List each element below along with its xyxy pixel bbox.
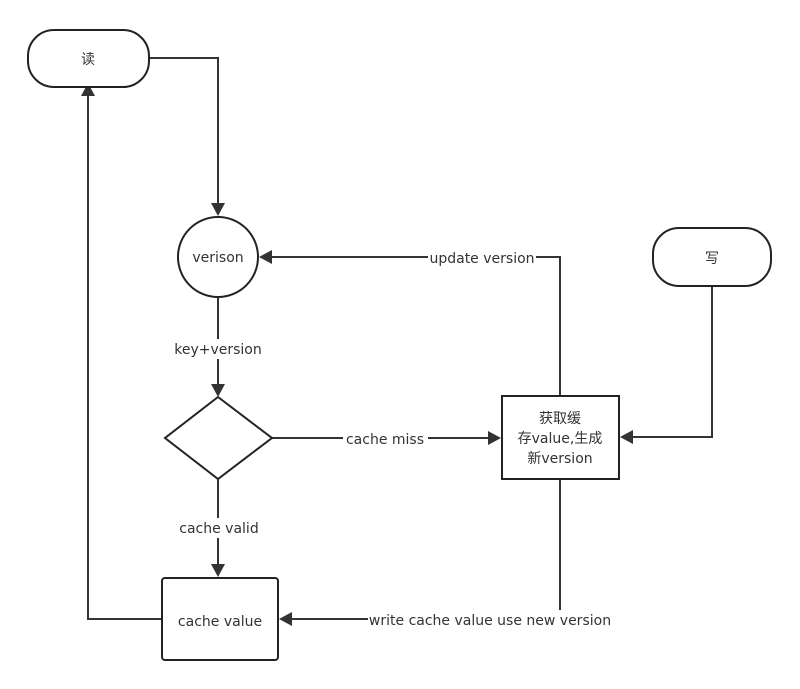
edge-read-to-version-arrow (211, 203, 225, 216)
edge-label-write-cache: write cache value use new version (369, 613, 611, 629)
edge-label-cache-miss-bg (343, 429, 428, 449)
edge-fetch-to-cache-value-arrow (279, 612, 292, 626)
edge-label-cache-valid-bg (175, 518, 263, 538)
edge-write-to-fetch-arrow (620, 430, 633, 444)
edge-label-key-version-bg (172, 339, 264, 359)
edge-cache-value-to-read-arrow (81, 83, 95, 96)
node-fetch-line-1: 获取缓 (539, 411, 581, 427)
edge-check-to-fetch-arrow (488, 431, 501, 445)
edge-version-to-check-arrow (211, 384, 225, 397)
node-fetch-line-3: 新version (527, 451, 592, 467)
node-cache-value-shape (161, 577, 279, 661)
edge-cache-value-to-read (87, 96, 162, 620)
edge-read-to-version (149, 57, 219, 203)
node-check-diamond (163, 395, 274, 481)
edge-label-key-version: key+version (174, 342, 262, 358)
edge-check-to-cache-value-arrow (211, 564, 225, 577)
edge-label-write-cache-bg (368, 610, 614, 630)
edge-label-cache-valid: cache valid (179, 521, 258, 537)
edge-fetch-to-version-arrow (259, 250, 272, 264)
node-version-shape (177, 216, 259, 298)
edge-label-update-version-bg (428, 248, 536, 268)
node-write-label: 写 (705, 251, 719, 267)
edge-label-cache-miss: cache miss (346, 432, 424, 448)
node-read-shape (27, 29, 150, 88)
node-cache-value-label: cache value (178, 614, 262, 630)
edge-fetch-to-cache-value (292, 480, 561, 620)
node-version-label: verison (192, 250, 243, 266)
node-read-label: 读 (81, 51, 95, 68)
node-fetch-line-2: 存value,生成 (518, 431, 603, 447)
node-write-shape (652, 227, 772, 287)
edge-label-update-version: update version (429, 251, 534, 267)
edge-write-to-fetch (633, 287, 713, 438)
edge-fetch-to-version (272, 256, 561, 395)
node-fetch-shape (501, 395, 620, 480)
